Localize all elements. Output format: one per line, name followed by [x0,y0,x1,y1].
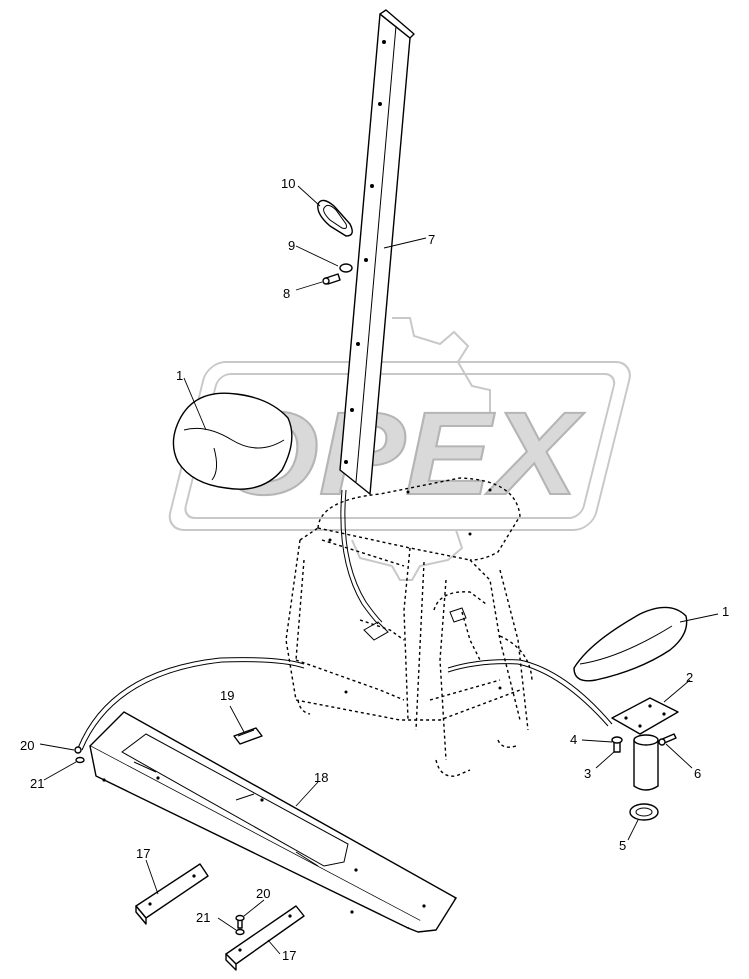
panel-part-18 [89,711,457,933]
screw-part-8 [322,273,341,285]
callout-3: 3 [584,766,591,781]
vertical-strip-part-7 [339,9,415,495]
callout-20-bottom: 20 [256,886,270,901]
callout-21-left: 21 [30,776,44,791]
callout-7: 7 [428,232,435,247]
mount-plate-part-2 [611,697,679,791]
washer-part-21-left [75,756,85,764]
screw-part-20-left [74,746,82,754]
callout-1-left: 1 [176,368,183,383]
callout-labels: 10 9 8 7 1 1 2 4 3 6 5 19 20 21 18 17 20… [20,176,729,963]
leader-lines [39,185,719,955]
callout-9: 9 [288,238,295,253]
callout-17-left: 17 [136,846,150,861]
seat-cushion-part-1-left [172,392,293,490]
callout-20-left: 20 [20,738,34,753]
screw-part-20-bottom [235,914,245,929]
callout-6: 6 [694,766,701,781]
pin-part-6 [658,733,677,746]
nut-part-9 [339,263,353,273]
callout-18: 18 [314,770,328,785]
cab-frame [285,477,533,777]
callout-17-right: 17 [282,948,296,963]
cable-long [77,657,613,751]
armrest-cushion-part-1-right [573,606,688,682]
callout-19: 19 [220,688,234,703]
cable-upper [340,489,383,625]
callout-4: 4 [570,732,577,747]
oval-pad-part-10 [317,199,353,237]
washer-part-4 [611,736,623,744]
bracket-part-17-right [225,905,305,971]
callout-8: 8 [283,286,290,301]
bracket-part-17-left [135,863,209,925]
callout-1-right: 1 [722,604,729,619]
callout-10: 10 [281,176,295,191]
callout-21-bottom: 21 [196,910,210,925]
callout-5: 5 [619,838,626,853]
grommet-part-5 [629,803,659,821]
callout-2: 2 [686,670,693,685]
clip-part-19 [233,727,263,745]
washer-part-21-bottom [235,928,245,936]
